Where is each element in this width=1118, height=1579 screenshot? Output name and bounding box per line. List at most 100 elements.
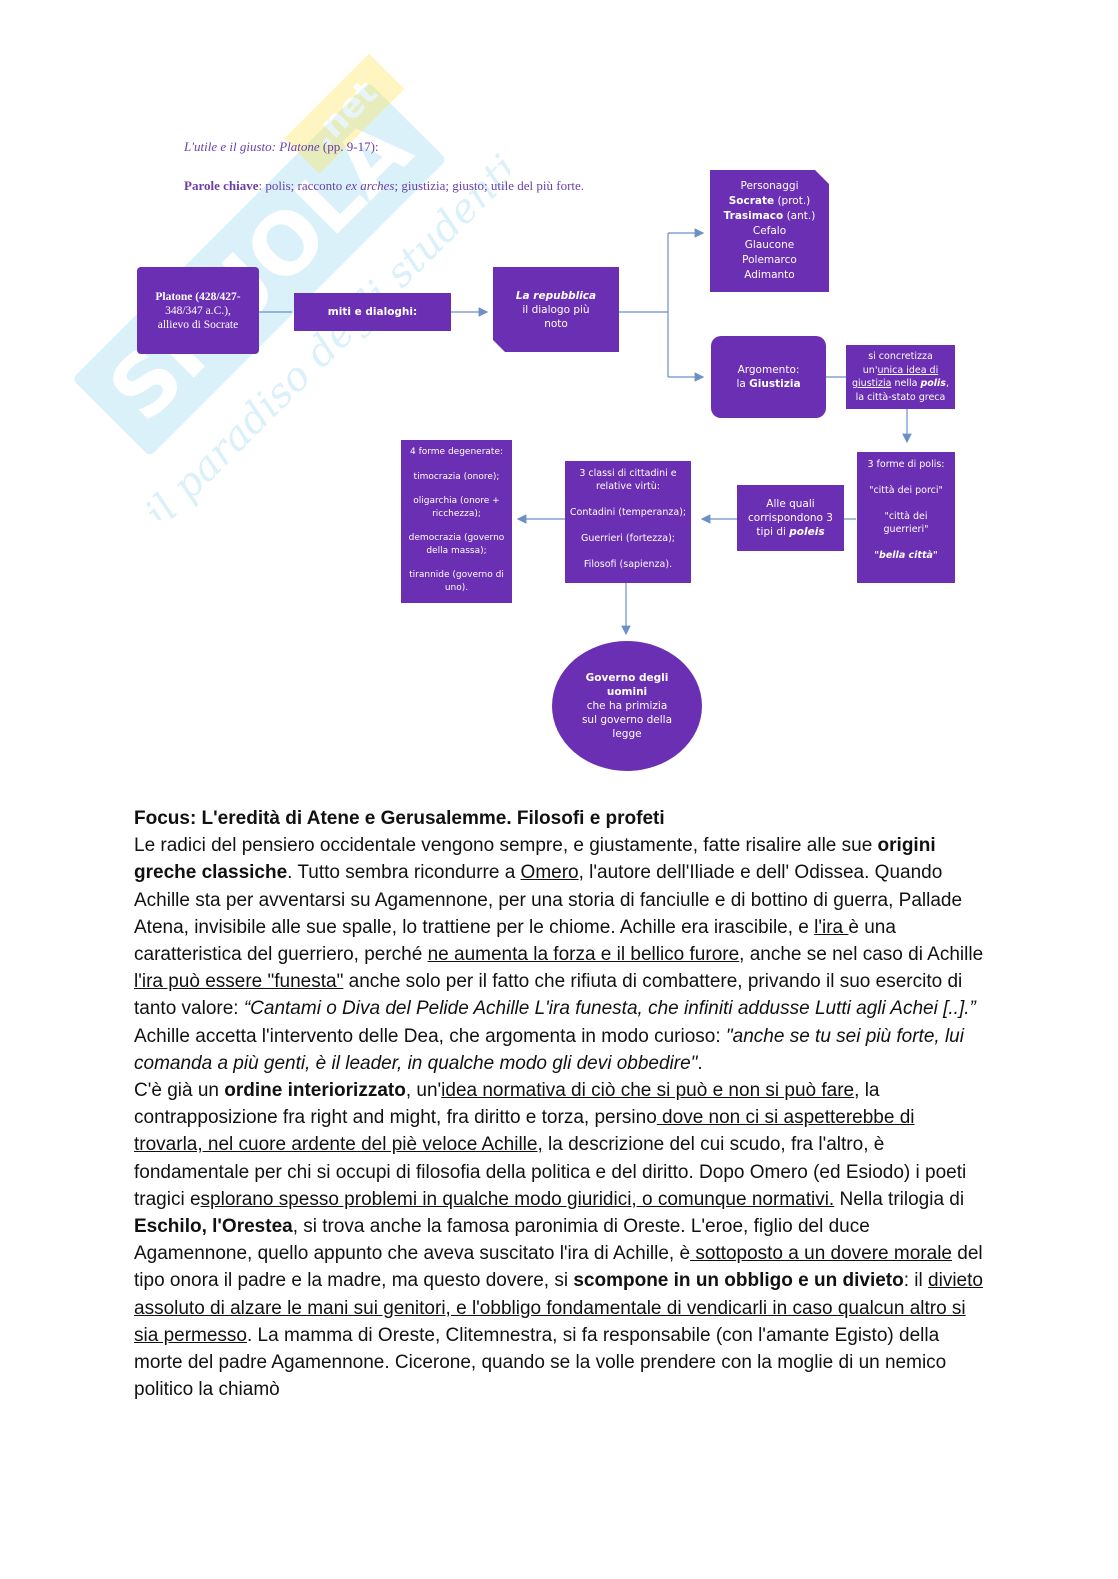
platone-line-3: allievo di Socrate [157,318,239,331]
text-run: anche solo per il fatto che rifiuta di c… [134,971,963,1020]
platone-line-1: Platone (428/427- [155,290,241,303]
personaggi-title: Personaggi [740,180,799,193]
argomento-pre: la [736,378,750,390]
degenerata-oligarchia-2: ricchezza); [432,508,481,519]
text-run: , la contrapposizione fra right and migh… [134,1080,880,1129]
underlined-run: idea normativa di ciò che si può e non s… [441,1080,855,1102]
tre-forme-box: 3 forme di polis: "città dei porci" "cit… [857,452,955,583]
underlined-run: divieto assoluto di alzare le mani sui g… [134,1270,983,1346]
personaggio-adimanto: Adimanto [744,268,795,281]
forma-citta-guerrieri-1: "città dei [884,511,928,522]
repubblica-line-2: il dialogo più [522,303,590,316]
figure-keywords: Parole chiave: polis; racconto ex arches… [184,178,584,194]
degenerata-democrazia-2: della massa); [426,545,487,556]
governo-line-4: sul governo della [581,714,673,726]
underlined-run: splorano spesso problemi in qualche modo… [200,1188,835,1210]
text-run: C'è già un [134,1080,225,1102]
degenerata-tirannide-2: uno). [444,582,469,593]
governo-circle: Governo degli uomini che ha primizia sul… [552,641,702,771]
tre-classi-box: 3 classi di cittadini e relative virtù: … [565,461,691,583]
bold-run: ordine interiorizzato [224,1080,406,1102]
degenerata-timocrazia: timocrazia (onore); [413,471,500,482]
degenerate-title: 4 forme degenerate: [409,447,504,457]
underlined-run: sottoposto a un dovere morale [690,1243,952,1265]
figure-title-main: L'utile e il giusto: Platone [184,139,320,154]
underlined-run: dove non ci si aspetterebbe di trovarla,… [134,1107,915,1156]
classe-guerrieri: Guerrieri (fortezza); [581,533,675,544]
text-run: . La mamma di Oreste, Clitemnestra, si f… [134,1324,947,1401]
text-run: , un' [405,1080,442,1102]
platone-box: Platone (428/427- 348/347 a.C.), allievo… [137,267,259,354]
italic-run: "anche se tu sei più forte, lui comanda … [134,1025,964,1074]
underlined-run: Omero [520,862,579,884]
concretizza-line-4: la città-stato greca [855,391,946,403]
degenerata-democrazia-1: democrazia (governo [408,533,505,543]
miti-dialoghi-box: miti e dialoghi: [294,293,451,331]
alle-quali-box: Alle quali corrispondono 3 tipi di polei… [737,485,844,551]
degenerata-tirannide-1: tirannide (governo di [409,570,504,580]
alle-quali-line-2: corrispondono 3 [748,512,833,524]
concretizza-box: si concretizza un'unica idea di giustizi… [846,345,955,409]
argomento-giustizia: Giustizia [749,378,801,390]
platone-line-2: 348/347 a.C.), [165,304,231,317]
bold-run: Eschilo, l'Orestea [134,1216,293,1238]
text-run: Achille accetta l'intervento delle Dea, … [134,1025,726,1047]
repubblica-line-3: noto [544,317,568,330]
text-run: , anche se nel caso di Achille [739,944,984,966]
paragraph-3: C'è già un ordine interiorizzato, un'ide… [134,1077,984,1403]
alle-quali-line-1: Alle quali [766,498,815,510]
forma-citta-guerrieri-2: guerrieri" [883,524,929,535]
argomento-label: Argomento: [737,364,800,376]
bold-run: origini greche classiche [134,835,936,884]
section-heading: Focus: L'eredità di Atene e Gerusalemme.… [134,808,665,829]
tre-forme-title: 3 forme di polis: [867,459,945,470]
text-run: Le radici del pensiero occidentale vengo… [134,835,878,857]
text-run: . Tutto sembra ricondurre a [287,862,521,884]
keywords-italic: ex arches [345,178,395,193]
governo-line-3: che ha primizia [586,700,668,712]
figure-title: L'utile e il giusto: Platone (pp. 9-17): [184,139,379,155]
miti-dialoghi-label: miti e dialoghi: [327,306,418,318]
classe-filosofi: Filosofi (sapienza). [583,559,673,570]
concretizza-polis: polis [920,378,946,389]
governo-line-1: Governo degli [585,672,669,684]
concretizza-underline-2: giustizia [852,378,892,389]
degenerata-oligarchia-1: oligarchia (onore + [413,496,500,506]
tre-classi-line-1: 3 classi di cittadini e [579,468,677,479]
concretizza-comma: , [945,378,949,389]
tre-classi-line-2: relative virtù: [596,481,660,492]
text-run: la descrizione del cui scudo, fra l'altr… [134,1134,967,1210]
classe-contadini: Contadini (temperanza); [569,507,687,518]
text-run: , si trova anche la famosa paronimia di … [134,1216,870,1265]
repubblica-box: La repubblica il dialogo più noto [493,267,619,352]
document-body: Focus: L'eredità di Atene e Gerusalemme.… [134,805,984,1403]
italic-run: “Cantami o Diva del Pelide Achille L'ira… [243,998,976,1020]
personaggi-box: Personaggi Socrate (prot.) Trasimaco (an… [710,170,829,292]
forma-bella-citta: "bella città" [874,550,938,561]
trasimaco-note: (ant.) [783,209,816,222]
concretizza-line-1: si concretizza [868,351,933,362]
repubblica-title: La repubblica [515,289,597,302]
alle-quali-poleis: poleis [789,526,825,538]
keywords-label: Parole chiave [184,178,259,193]
bold-run: scompone in un obbligo e un divieto [573,1270,904,1292]
concretizza-underline-1: unica idea di [877,364,939,376]
underlined-run: ne aumenta la forza e il bellico furore [427,944,740,966]
text-run: . [697,1052,703,1074]
text-run: Nella trilogia di [834,1188,965,1210]
keywords-part2: ; giustizia; giusto; utile del più forte… [394,178,585,193]
governo-line-5: legge [612,728,642,740]
text-run: è una caratteristica del guerriero, perc… [134,916,896,966]
socrate-note: (prot.) [774,195,811,207]
text-run: , l'autore dell'Iliade e dell' Odissea. … [134,862,963,938]
alle-quali-pre: tipi di [756,526,790,538]
figure-title-pages: (pp. 9-17): [319,139,379,154]
argomento-box: Argomento: la Giustizia [711,336,826,418]
underlined-run: l'ira [814,916,849,938]
personaggio-glaucone: Glaucone [744,239,795,252]
governo-line-2: uomini [606,686,648,698]
paragraph-1: Le radici del pensiero occidentale vengo… [134,832,984,1022]
personaggio-socrate: Socrate [728,195,775,207]
text-run: : il [903,1270,929,1292]
